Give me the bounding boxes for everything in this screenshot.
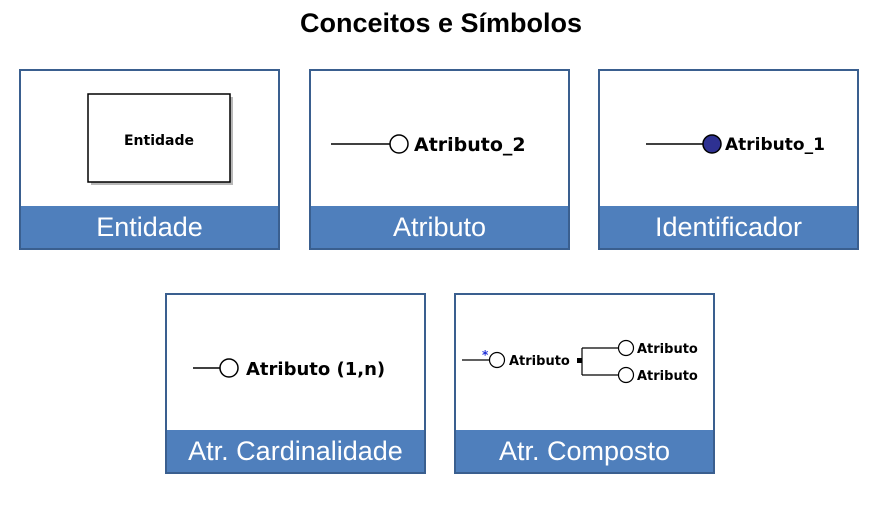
cardinality-circle [219, 358, 239, 378]
card-caption: Atr. Cardinalidade [167, 430, 424, 472]
sub-attribute-text: Atributo [637, 369, 698, 384]
composite-text: Atributo [509, 354, 570, 369]
sub-attribute-text: Atributo [637, 342, 698, 357]
identifier-circle [702, 134, 722, 154]
identifier-symbol: Atributo_1 [646, 134, 825, 155]
sub-attribute-circle [617, 339, 635, 357]
card-body: Atributo_1 [600, 71, 857, 206]
card-body: Atributo_2 [311, 71, 568, 206]
entity-rectangle [87, 93, 231, 183]
composite-symbol: * Atributo Atributo Atributo [462, 339, 698, 384]
entity-text: Entidade [124, 133, 194, 149]
card-body: * Atributo Atributo Atributo [456, 295, 713, 430]
sub-attribute-circle [617, 366, 635, 384]
card-composto: * Atributo Atributo Atributo Atr. Compos… [454, 293, 715, 474]
card-cardinalidade: Atributo (1,n) Atr. Cardinalidade [165, 293, 426, 474]
card-caption: Identificador [600, 206, 857, 248]
card-caption: Entidade [21, 206, 278, 248]
identifier-text: Atributo_1 [725, 135, 825, 155]
attribute-circle [389, 134, 409, 154]
entity-symbol: Entidade [87, 93, 233, 185]
card-caption: Atr. Composto [456, 430, 713, 472]
composite-junction [577, 358, 582, 363]
cardinality-symbol: Atributo (1,n) [193, 358, 385, 380]
attribute-symbol: Atributo_2 [331, 134, 526, 156]
composite-circle [488, 351, 506, 369]
card-body: Entidade [21, 71, 278, 206]
cardinality-text: Atributo (1,n) [246, 359, 385, 380]
attribute-text: Atributo_2 [414, 134, 526, 156]
asterisk-mark: * [482, 348, 489, 362]
card-entidade: Entidade Entidade [19, 69, 280, 250]
card-atributo: Atributo_2 Atributo [309, 69, 570, 250]
card-identificador: Atributo_1 Identificador [598, 69, 859, 250]
card-body: Atributo (1,n) [167, 295, 424, 430]
page-title: Conceitos e Símbolos [299, 8, 583, 38]
card-caption: Atributo [311, 206, 568, 248]
